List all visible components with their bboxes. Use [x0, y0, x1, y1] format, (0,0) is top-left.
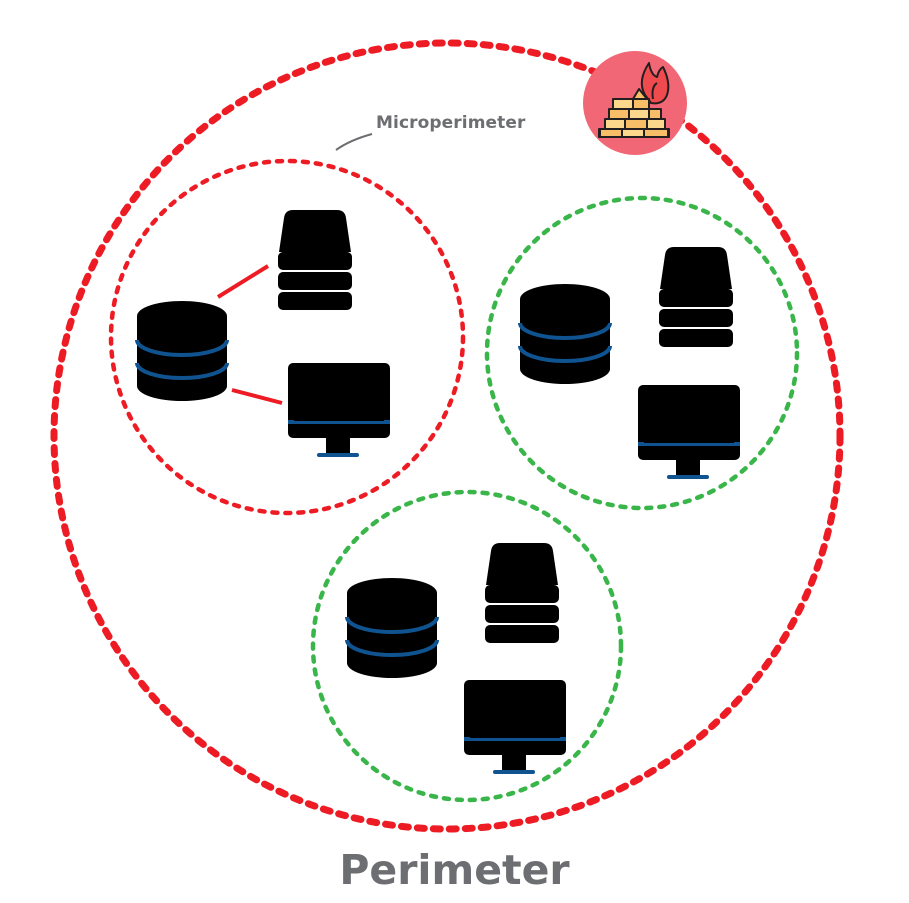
database-icon — [518, 282, 612, 386]
server-icon — [485, 543, 559, 643]
server-icon — [278, 210, 352, 310]
segment-bottom-boundary — [310, 489, 624, 803]
database-icon — [135, 299, 229, 403]
microperimeter-boundary — [108, 158, 466, 516]
microperimeter-label: Microperimeter — [376, 113, 526, 133]
monitor-icon — [286, 361, 392, 457]
firewall-icon — [583, 51, 687, 155]
monitor-icon — [636, 383, 742, 479]
connector-db-server — [216, 264, 270, 299]
database-icon — [345, 576, 439, 680]
server-icon — [659, 247, 733, 347]
perimeter-label: Perimeter — [339, 846, 570, 894]
microperimeter-leader-line — [335, 133, 373, 151]
segment-right-boundary — [484, 195, 800, 511]
monitor-icon — [462, 678, 568, 774]
perimeter-boundary — [50, 39, 844, 833]
connector-db-monitor — [231, 388, 283, 405]
